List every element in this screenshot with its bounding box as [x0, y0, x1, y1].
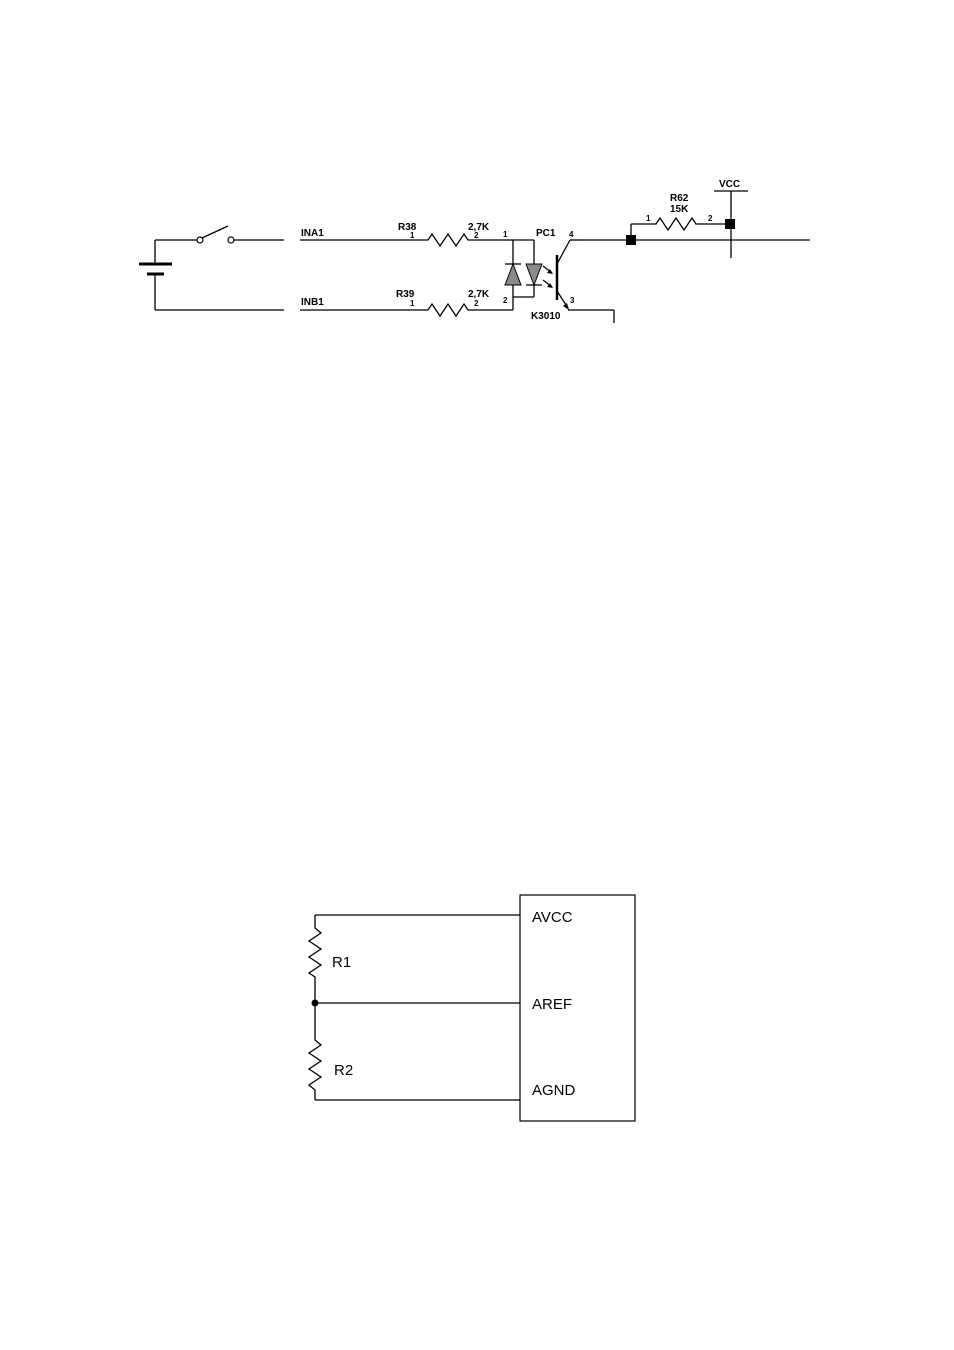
- junction-node: [725, 219, 735, 229]
- r38-pin2: 2: [474, 231, 479, 240]
- pc1-pin1: 1: [503, 230, 508, 239]
- pin-avcc: AVCC: [532, 909, 573, 926]
- r39-pin1: 1: [410, 299, 415, 308]
- pin-aref: AREF: [532, 996, 572, 1013]
- pin-agnd: AGND: [532, 1082, 576, 1099]
- r2-label: R2: [334, 1062, 353, 1079]
- resistor-r38: R38 1 2,7K 2: [398, 222, 505, 246]
- r38-value: 2,7K: [468, 222, 490, 233]
- r62-pin2: 2: [708, 214, 713, 223]
- r62-pin1: 1: [646, 214, 651, 223]
- r39-value: 2,7K: [468, 289, 490, 300]
- battery-symbol: [139, 240, 172, 310]
- r62-value: 15K: [670, 204, 689, 215]
- aref-divider-circuit: R1 R2 AVCC AREF AGND: [309, 895, 635, 1121]
- pc1-pin4: 4: [569, 230, 574, 239]
- r38-pin1: 1: [410, 231, 415, 240]
- r62-ref: R62: [670, 193, 689, 204]
- r39-pin2: 2: [474, 299, 479, 308]
- switch-symbol: [197, 226, 234, 243]
- ina1-label: INA1: [301, 228, 324, 239]
- r1-label: R1: [332, 954, 351, 971]
- junction-node: [312, 1000, 319, 1007]
- pc1-pin3: 3: [570, 296, 575, 305]
- optocoupler-pc1: PC1 1 2 3 4 K3010: [503, 228, 614, 323]
- vcc-label: VCC: [719, 179, 740, 190]
- junction-node: [626, 235, 636, 245]
- pc1-part: K3010: [531, 311, 561, 322]
- resistor-r1: R1: [309, 915, 351, 1003]
- resistor-r62: R62 15K 1 2: [631, 193, 730, 230]
- optocoupler-input-circuit: INA1 R38 1 2,7K 2 INB1 R39 1 2,7K 2: [139, 179, 810, 323]
- inb1-label: INB1: [301, 297, 324, 308]
- pc1-ref: PC1: [536, 228, 556, 239]
- pc1-pin2: 2: [503, 296, 508, 305]
- resistor-r39: R39 1 2,7K 2: [396, 289, 513, 316]
- resistor-r2: R2: [309, 1003, 353, 1100]
- vcc-symbol: VCC: [714, 179, 748, 258]
